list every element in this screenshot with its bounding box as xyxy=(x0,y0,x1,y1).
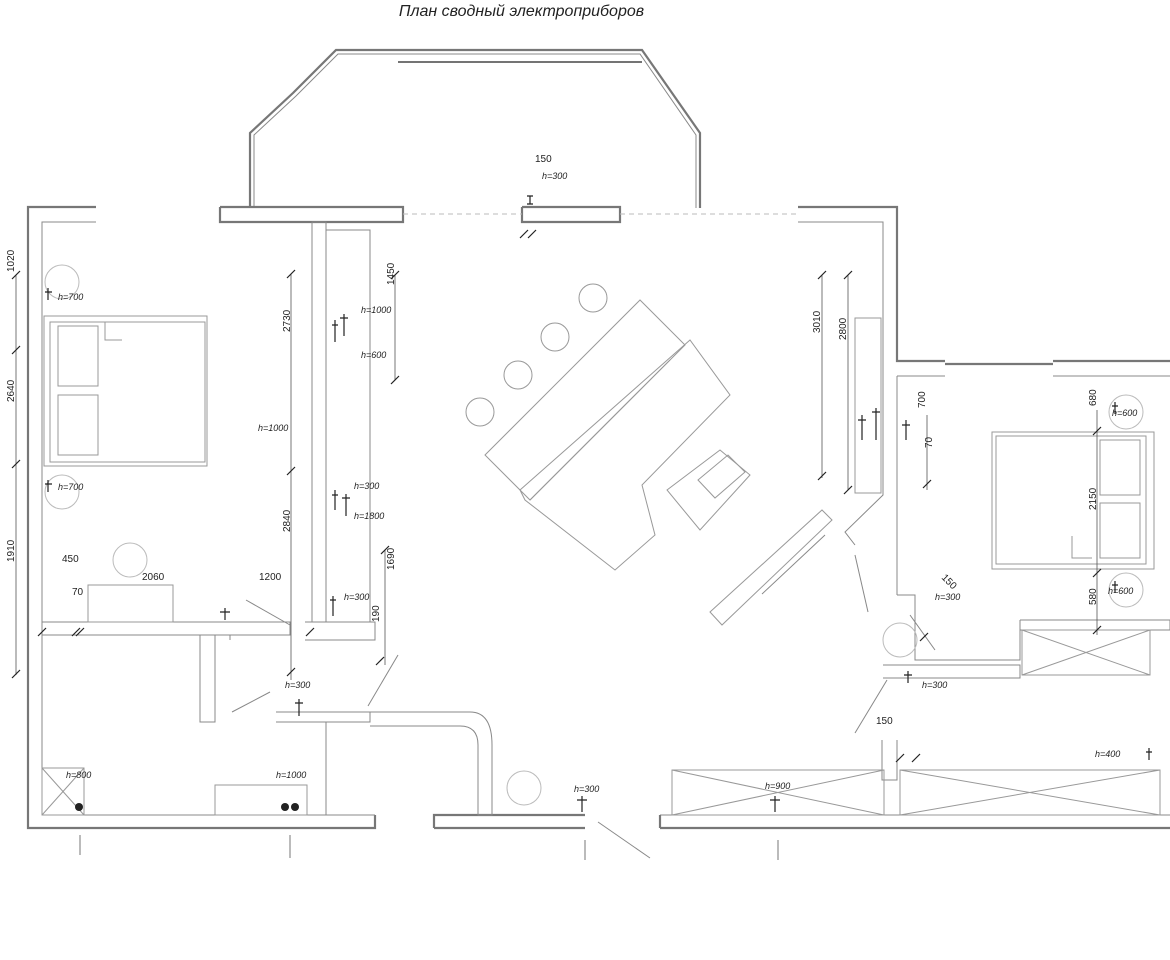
dim-label: 2640 xyxy=(6,379,17,402)
dim-label: 150 xyxy=(876,716,893,727)
dimension-labels: 150 1020 2640 1910 1450 2730 2840 1690 1… xyxy=(6,154,1099,727)
dim-label: 680 xyxy=(1088,389,1099,406)
bed-right xyxy=(991,394,1155,608)
height-label: h=400 xyxy=(1095,749,1120,759)
height-label: h=1000 xyxy=(276,770,306,780)
dim-label: 700 xyxy=(917,391,928,408)
dim-label: 150 xyxy=(535,154,552,165)
doors xyxy=(231,554,936,859)
interior-walls xyxy=(42,221,1170,816)
height-label: h=700 xyxy=(58,482,83,492)
outlet-markers xyxy=(45,195,1152,812)
plan-title: План сводный электроприборов xyxy=(398,3,645,20)
dim-label: 150 xyxy=(939,572,959,592)
height-label: h=700 xyxy=(58,292,83,302)
height-label: h=300 xyxy=(354,481,379,491)
dim-label: 450 xyxy=(62,554,79,565)
height-label: h=600 xyxy=(1112,408,1137,418)
dim-label: 1910 xyxy=(6,539,17,562)
kitchen-cabinets xyxy=(671,629,1161,816)
dim-label: 1450 xyxy=(386,262,397,285)
bay-window xyxy=(248,48,702,208)
height-label: h=300 xyxy=(344,592,369,602)
dim-label: 2150 xyxy=(1088,487,1099,510)
dim-label: 580 xyxy=(1088,588,1099,605)
height-label: h=300 xyxy=(542,171,567,181)
dim-label: 1200 xyxy=(259,572,282,583)
height-label: h=900 xyxy=(765,781,790,791)
height-label: h=1800 xyxy=(354,511,384,521)
height-label: h=1000 xyxy=(361,305,391,315)
dim-label: 2840 xyxy=(282,509,293,532)
height-labels: h=300 h=700 h=700 h=1000 h=600 h=1000 h=… xyxy=(58,171,1137,794)
dim-label: 3010 xyxy=(812,310,823,333)
bed-left xyxy=(43,264,208,623)
height-label: h=300 xyxy=(574,784,599,794)
height-label: h=300 xyxy=(922,680,947,690)
outer-walls xyxy=(26,205,1170,830)
dim-label: 1690 xyxy=(386,547,397,570)
dim-label: 2060 xyxy=(142,572,165,583)
dim-label: 2800 xyxy=(838,317,849,340)
height-label: h=600 xyxy=(1108,586,1133,596)
living-furniture xyxy=(465,283,918,658)
height-label: h=600 xyxy=(361,350,386,360)
dimension-lines xyxy=(11,229,1102,860)
height-label: h=1000 xyxy=(258,423,288,433)
dim-label: 70 xyxy=(72,587,84,598)
height-label: h=800 xyxy=(66,770,91,780)
dim-label: 70 xyxy=(924,436,935,448)
height-label: h=300 xyxy=(935,592,960,602)
dim-label: 2730 xyxy=(282,309,293,332)
height-label: h=300 xyxy=(285,680,310,690)
dim-label: 190 xyxy=(371,605,382,622)
dim-label: 1020 xyxy=(6,249,17,272)
